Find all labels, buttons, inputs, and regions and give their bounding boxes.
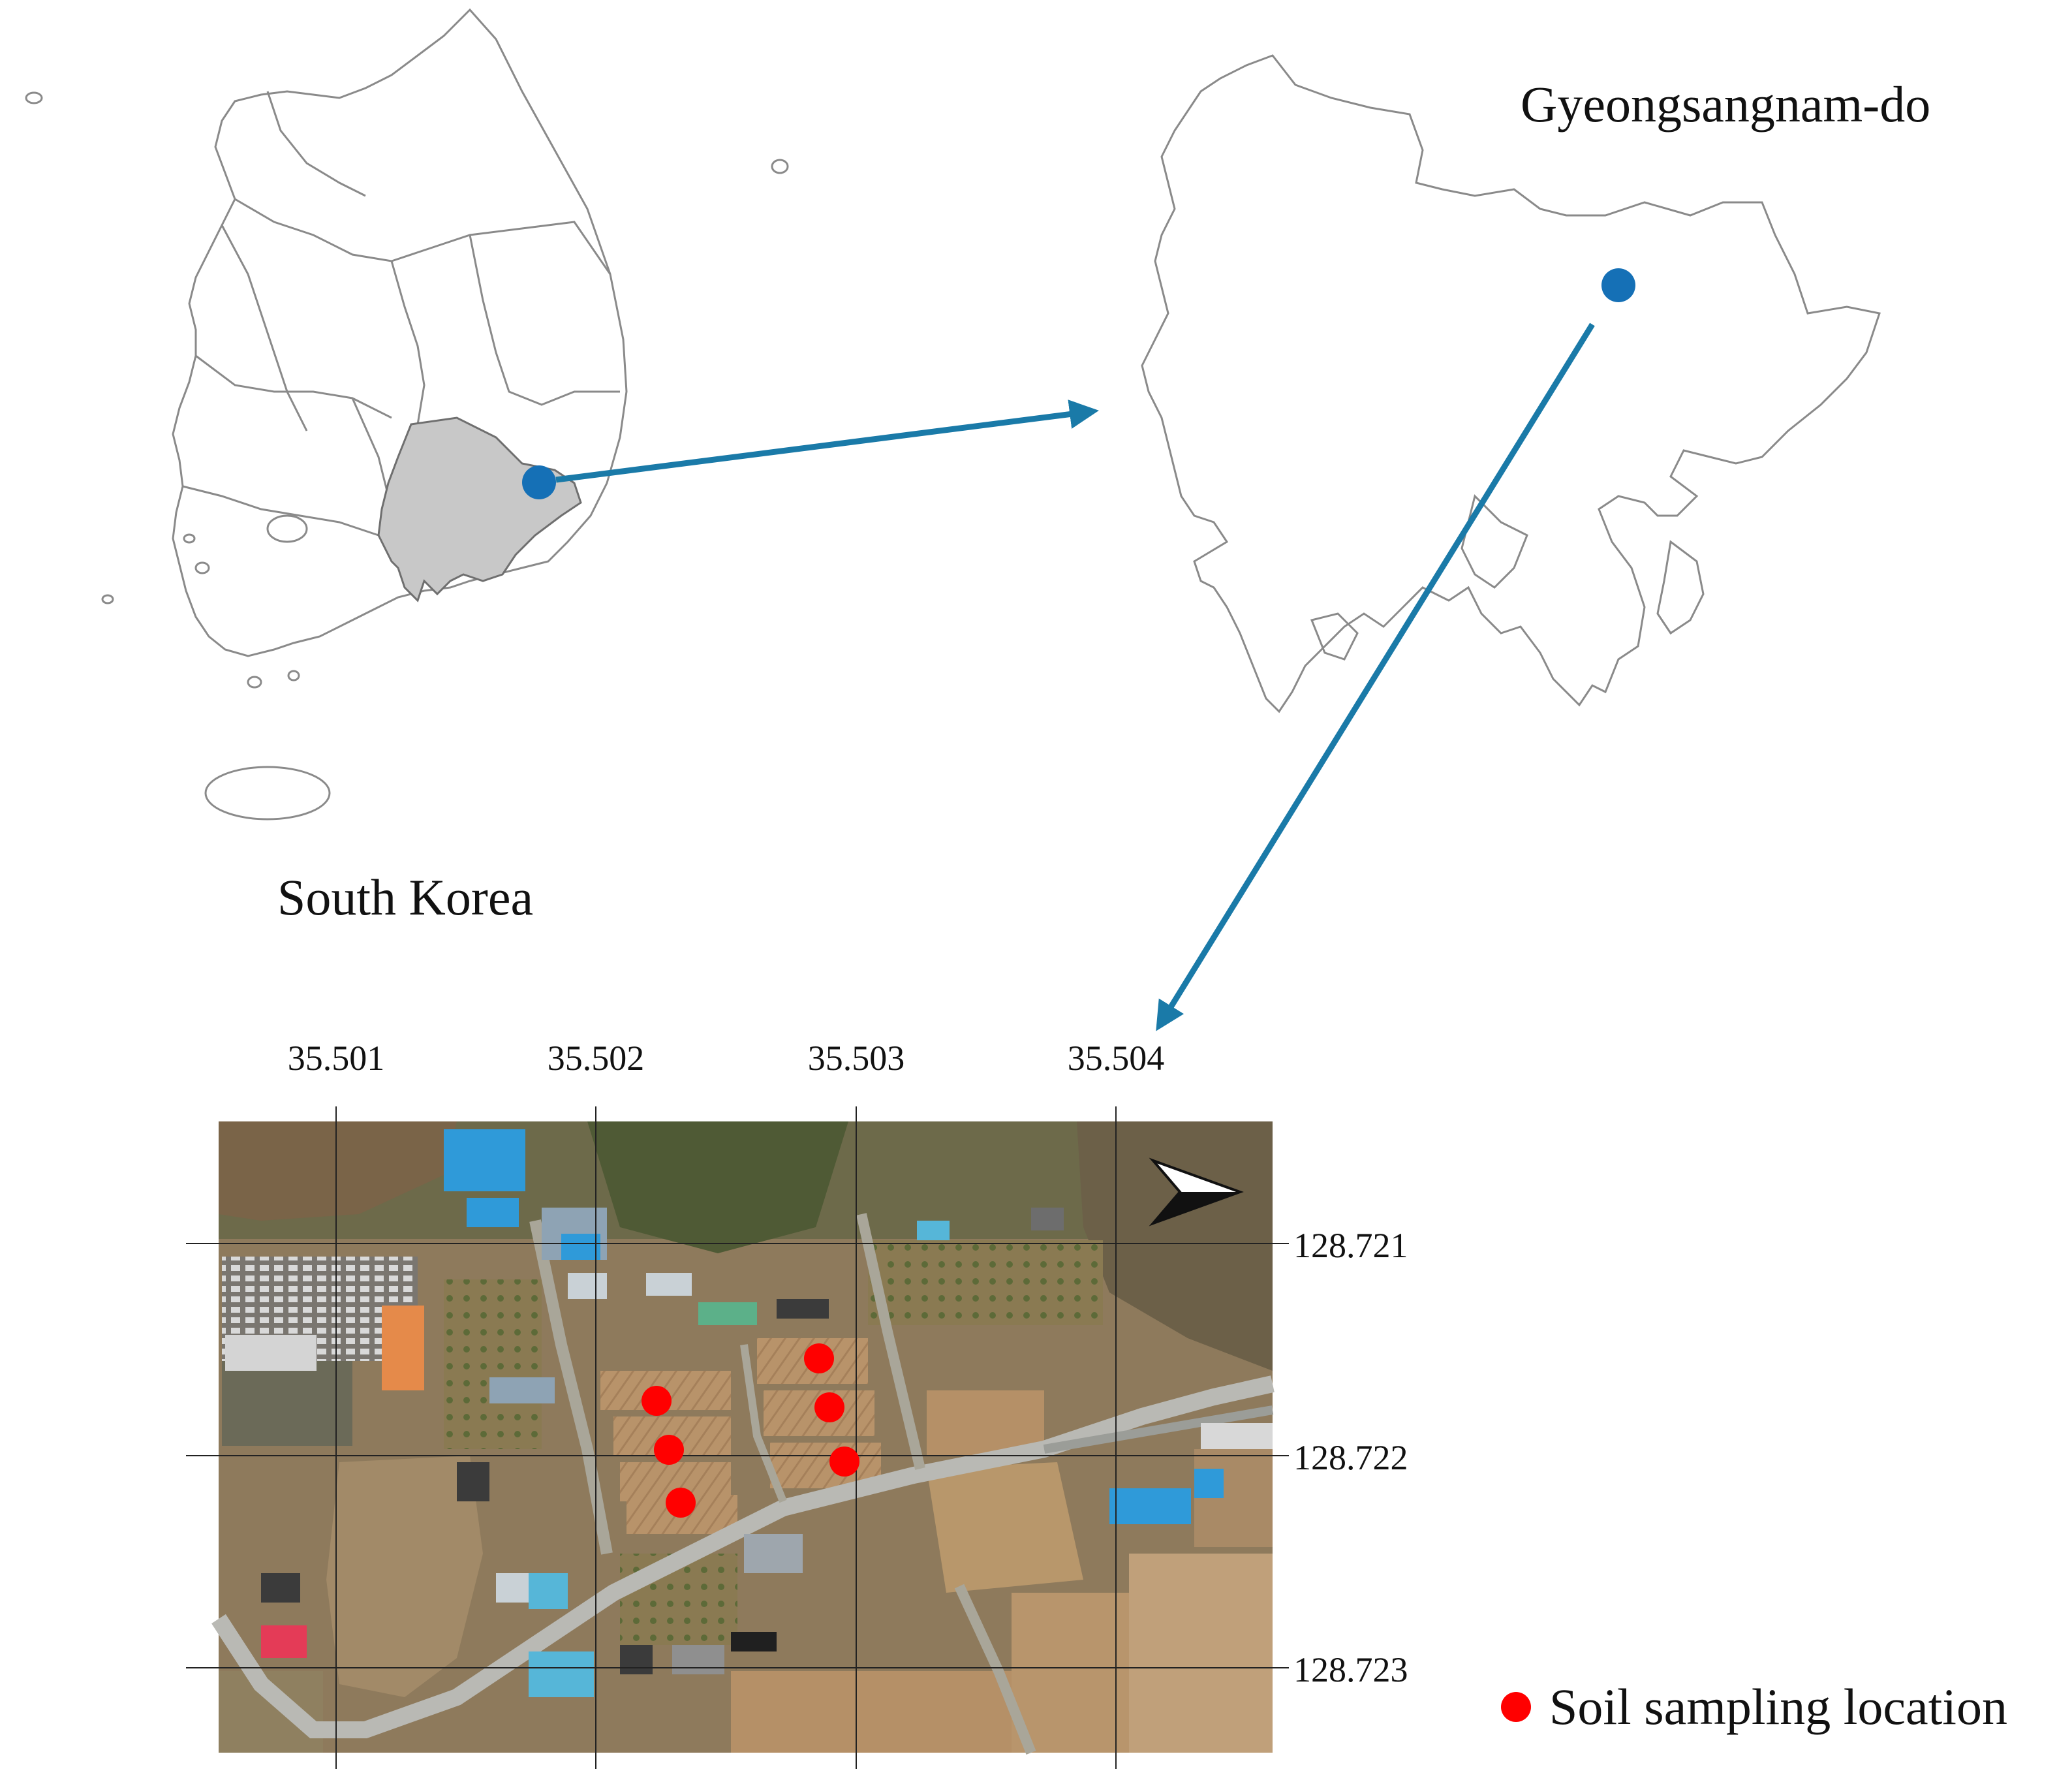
province-boundary [390, 260, 425, 425]
korea-to-province-arrow [555, 399, 1099, 483]
province-map [1141, 54, 1881, 713]
sampling-point [829, 1447, 859, 1477]
province-to-site-arrow [1156, 322, 1595, 1031]
gyeongsangnam-highlight [377, 416, 582, 602]
korea-location-marker [522, 465, 556, 499]
province-boundary [182, 485, 379, 537]
country-label: South Korea [277, 869, 534, 926]
longitude-tick-label: 128.721 [1293, 1226, 1408, 1265]
sampling-point [804, 1343, 834, 1373]
legend-marker [1501, 1692, 1531, 1722]
longitude-tick-label: 128.723 [1293, 1650, 1408, 1689]
latitude-tick-label: 35.502 [547, 1039, 645, 1078]
sampling-point [666, 1488, 696, 1518]
province-boundary [221, 225, 308, 431]
province-location-marker [1601, 268, 1635, 302]
north-arrow-icon [1149, 1157, 1244, 1227]
coordinate-grid [186, 1106, 1289, 1769]
latitude-tick-label: 35.503 [807, 1039, 905, 1078]
province-outline [1141, 54, 1881, 713]
sampling-point [814, 1392, 844, 1422]
sampling-point [642, 1386, 672, 1416]
province-boundary [195, 354, 392, 419]
province-boundary [469, 234, 620, 406]
legend-label: Soil sampling location [1549, 1678, 2007, 1735]
province-boundary [266, 91, 366, 197]
korea-mainland-outline [172, 8, 628, 657]
latitude-tick-label: 35.501 [287, 1039, 385, 1078]
longitude-tick-label: 128.722 [1293, 1438, 1408, 1477]
sampling-point [654, 1435, 684, 1465]
province-label: Gyeongsangnam-do [1521, 76, 1931, 133]
latitude-tick-label: 35.504 [1067, 1039, 1165, 1078]
south-korea-map [25, 8, 789, 821]
legend: Soil sampling location [1501, 1678, 2007, 1736]
aerial-site-map [211, 1121, 1275, 1755]
sampling-points [642, 1343, 859, 1518]
province-boundary [234, 198, 611, 275]
